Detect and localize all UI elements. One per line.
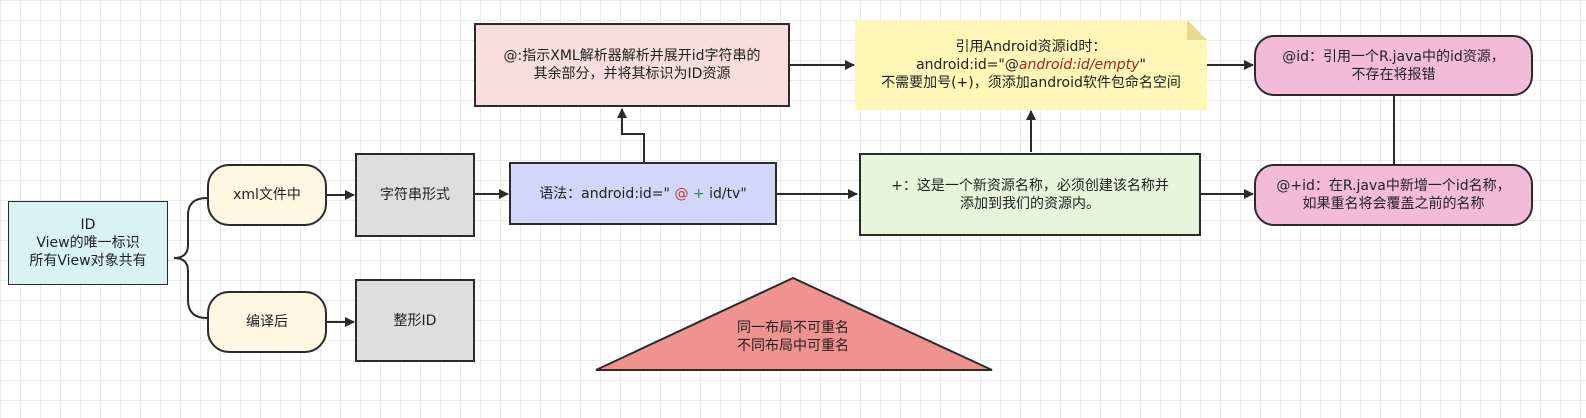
id-box-line-3: 所有View对象共有 bbox=[29, 253, 147, 269]
plus-desc-line-2: 添加到我们的资源内。 bbox=[959, 195, 1100, 212]
at-id-node: @id：引用一个R.java中的id资源， 不存在将报错 bbox=[1254, 35, 1533, 96]
plus-id-line-1: @+id：在R.java中新增一个id名称， bbox=[1276, 178, 1511, 194]
id-box-line-2: View的唯一标识 bbox=[36, 235, 140, 251]
triangle-line-2: 不同布局中可重名 bbox=[737, 338, 849, 354]
syntax-at-symbol: @ bbox=[674, 185, 689, 202]
arrow-syntax-to-at-desc bbox=[617, 108, 645, 162]
note-line-2-prefix: android:id="@ bbox=[916, 57, 1019, 73]
syntax-prefix: 语法：android:id=" bbox=[539, 185, 670, 202]
id-definition-box: ID View的唯一标识 所有View对象共有 bbox=[8, 201, 168, 285]
at-desc-line-2: 其余部分，并将其标识为ID资源 bbox=[533, 66, 731, 82]
plus-id-line-2: 如果重名将会覆盖之前的名称 bbox=[1302, 196, 1485, 212]
note-line-2-suffix: " bbox=[1139, 57, 1146, 73]
at-description-node: @:指示XML解析器解析并展开id字符串的 其余部分，并将其标识为ID资源 bbox=[474, 23, 790, 107]
compiled-node: 编译后 bbox=[207, 291, 327, 353]
compiled-label: 编译后 bbox=[246, 314, 288, 330]
plus-id-node: @+id：在R.java中新增一个id名称， 如果重名将会覆盖之前的名称 bbox=[1254, 164, 1533, 226]
note-line-2: android:id="@android:id/empty" bbox=[881, 56, 1181, 74]
note-line-3: 不需要加号(+)，须添加android软件包命名空间 bbox=[881, 75, 1181, 91]
xml-file-node: xml文件中 bbox=[207, 164, 327, 226]
int-id-node: 整形ID bbox=[355, 279, 475, 362]
note-android-ref: android:id/empty bbox=[1018, 57, 1140, 73]
xml-file-label: xml文件中 bbox=[233, 187, 301, 203]
at-id-line-2: 不存在将报错 bbox=[1351, 66, 1436, 83]
triangle-shape bbox=[595, 276, 993, 371]
triangle-line-1: 同一布局不可重名 bbox=[737, 320, 849, 336]
note-fold-corner bbox=[1187, 20, 1207, 40]
note-shape bbox=[855, 20, 1207, 110]
syntax-plus-symbol: + bbox=[692, 185, 705, 202]
at-desc-line-1: @:指示XML解析器解析并展开id字符串的 bbox=[503, 48, 761, 64]
syntax-node: 语法：android:id=" @ + id/tv" bbox=[509, 162, 777, 225]
int-id-label: 整形ID bbox=[393, 312, 437, 329]
plus-description-node: +：这是一个新资源名称，必须创建该名称并 添加到我们的资源内。 bbox=[859, 153, 1201, 236]
syntax-suffix: id/tv" bbox=[709, 185, 747, 202]
triangle-label: 同一布局不可重名 不同布局中可重名 bbox=[680, 315, 906, 359]
string-form-label: 字符串形式 bbox=[380, 187, 450, 203]
plus-desc-line-1: +：这是一个新资源名称，必须创建该名称并 bbox=[891, 177, 1169, 194]
note-line-1: 引用Android资源id时： bbox=[955, 39, 1107, 55]
brace-connector bbox=[173, 197, 208, 319]
note-node: 引用Android资源id时： android:id="@android:id/… bbox=[855, 20, 1207, 110]
id-box-line-1: ID bbox=[80, 217, 96, 233]
at-id-line-1: @id：引用一个R.java中的id资源， bbox=[1282, 48, 1505, 65]
string-form-node: 字符串形式 bbox=[355, 153, 475, 237]
